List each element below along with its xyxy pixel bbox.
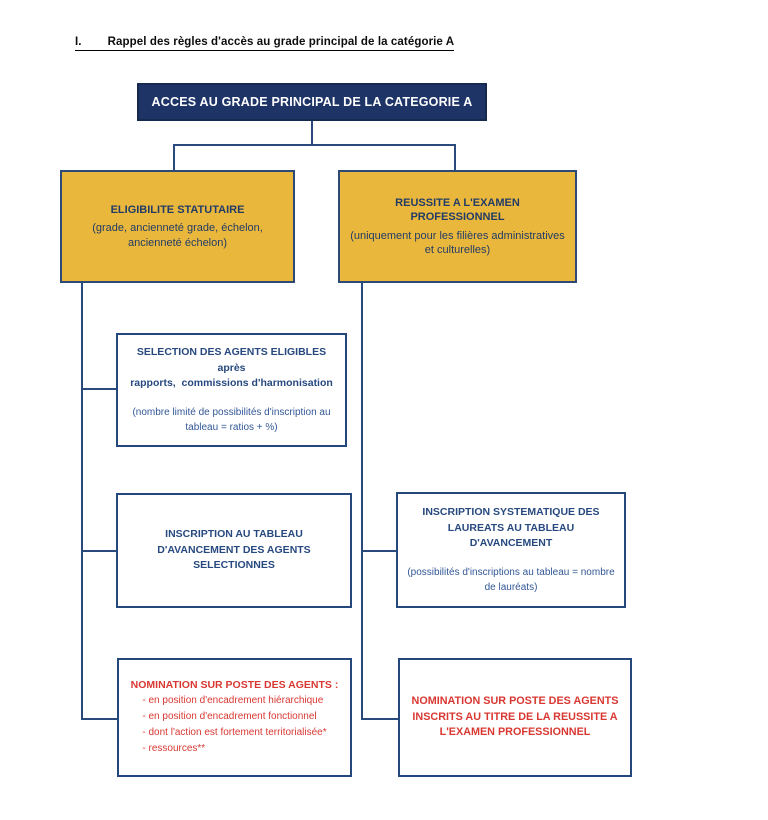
- step-inscription-title: INSCRIPTION AU TABLEAU D'AVANCEMENT DES …: [157, 527, 311, 572]
- nomination-item-1: - en position d'encadrement hiérarchique: [142, 695, 324, 707]
- nomination-item-4: - ressources**: [142, 743, 206, 755]
- step-selection-agents-eligibles: SELECTION DES AGENTS ELIGIBLES après rap…: [116, 333, 347, 447]
- connector-right-branch-drop: [454, 144, 456, 171]
- step-systematique-title: INSCRIPTION SYSTEMATIQUE DES LAUREATS AU…: [422, 505, 600, 550]
- step-nomination-agents: NOMINATION SUR POSTE DES AGENTS : - en p…: [117, 658, 352, 777]
- connector-right-spine: [361, 283, 363, 720]
- page-title: I. Rappel des règles d'accès au grade pri…: [75, 36, 455, 51]
- branch-left-subtitle: (grade, ancienneté grade, échelon, ancie…: [92, 222, 263, 249]
- branch-eligibilite-statutaire: ELIGIBILITE STATUTAIRE (grade, anciennet…: [60, 170, 295, 283]
- connector-right-stub-2: [361, 718, 399, 720]
- connector-left-stub-1: [81, 388, 117, 390]
- connector-left-stub-2: [81, 550, 117, 552]
- connector-right-stub-1: [361, 550, 397, 552]
- step-selection-title-line1: SELECTION DES AGENTS ELIGIBLES après: [136, 345, 330, 374]
- heading-text: Rappel des règles d'accès au grade princ…: [107, 36, 455, 48]
- step-nomination-title: NOMINATION SUR POSTE DES AGENTS :: [130, 678, 339, 691]
- root-node-acces-grade-principal: ACCES AU GRADE PRINCIPAL DE LA CATEGORIE…: [137, 83, 487, 121]
- step-inscription-tableau-avancement: INSCRIPTION AU TABLEAU D'AVANCEMENT DES …: [116, 493, 352, 608]
- connector-branch-horizontal: [173, 144, 456, 146]
- step-nomination-reussite-examen: NOMINATION SUR POSTE DES AGENTS INSCRITS…: [398, 658, 632, 777]
- nomination-item-3: - dont l'action est fortement territoria…: [142, 727, 327, 739]
- connector-left-branch-drop: [173, 144, 175, 171]
- root-node-label: ACCES AU GRADE PRINCIPAL DE LA CATEGORIE…: [151, 95, 473, 109]
- step-selection-note: (nombre limité de possibilités d'inscrip…: [132, 407, 331, 433]
- heading-numeral: I.: [75, 36, 82, 48]
- step-inscription-systematique-laureats: INSCRIPTION SYSTEMATIQUE DES LAUREATS AU…: [396, 492, 626, 608]
- branch-right-subtitle: (uniquement pour les filières administra…: [350, 229, 565, 256]
- branch-reussite-examen: REUSSITE A L'EXAMEN PROFESSIONNEL (uniqu…: [338, 170, 577, 283]
- connector-root-drop: [311, 121, 313, 146]
- step-nomination-list: - en position d'encadrement hiérarchique…: [142, 693, 326, 757]
- step-selection-title-line2: rapports, commissions d'harmonisation: [130, 377, 333, 390]
- branch-right-title: REUSSITE A L'EXAMEN PROFESSIONNEL: [395, 196, 520, 224]
- step-nomination-reussite-title: NOMINATION SUR POSTE DES AGENTS INSCRITS…: [411, 695, 619, 739]
- step-systematique-note: (possibilités d'inscriptions au tableau …: [407, 567, 615, 593]
- connector-left-stub-3: [81, 718, 118, 720]
- nomination-item-2: - en position d'encadrement fonctionnel: [142, 711, 317, 723]
- branch-left-title: ELIGIBILITE STATUTAIRE: [110, 204, 245, 217]
- connector-left-spine: [81, 283, 83, 720]
